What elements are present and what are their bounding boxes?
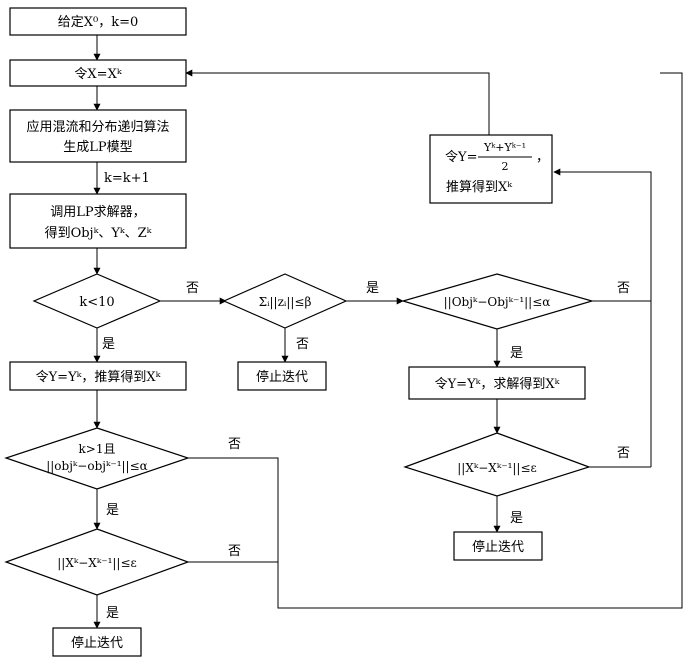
label-yes-obj-right: 是 — [510, 346, 523, 361]
node-cond-x-left: ||Xᵏ−Xᵏ⁻¹||≤ε — [4, 528, 190, 596]
node-cond-x-right: ||Xᵏ−Xᵏ⁻¹||≤ε — [403, 432, 591, 497]
edges — [93, 35, 683, 629]
node-avg-update: 令Y= Yᵏ+Yᵏ⁻¹ 2 ， 推算得到Xᵏ — [429, 134, 553, 204]
node-solve-lp: 调用LP求解器， 得到Objᵏ、Yᵏ、Zᵏ — [9, 193, 187, 249]
label-no-obj-right: 否 — [617, 281, 630, 296]
cond-k10-label: k<10 — [79, 295, 114, 310]
node-cond-sum: Σᵢ||zᵢ||≤β — [222, 273, 348, 329]
stop-left-label: 停止迭代 — [71, 635, 123, 651]
node-stop-right: 停止迭代 — [453, 531, 543, 561]
avg-update-suffix: ， — [536, 150, 549, 165]
edge-objright-no-to-avg — [553, 168, 652, 302]
cond-x-right-label: ||Xᵏ−Xᵏ⁻¹||≤ε — [457, 461, 536, 475]
solve-lp-line2: 得到Objᵏ、Yᵏ、Zᵏ — [45, 225, 153, 241]
node-set-y-right: 令Y=Yᵏ，求解得到Xᵏ — [408, 366, 586, 400]
node-stop-mid: 停止迭代 — [237, 361, 327, 391]
avg-update-denominator: 2 — [502, 160, 509, 173]
increment-label: k=k+1 — [104, 171, 150, 186]
cond-x-left-label: ||Xᵏ−Xᵏ⁻¹||≤ε — [57, 556, 136, 570]
stop-mid-label: 停止迭代 — [256, 369, 308, 385]
node-init: 给定X⁰，k=0 — [9, 7, 187, 36]
node-build-lp: 应用混流和分布递归算法 生成LP模型 — [9, 109, 187, 163]
label-no-obj-left: 否 — [228, 437, 241, 452]
label-yes-obj-left: 是 — [106, 503, 119, 518]
node-set-y-left: 令Y=Yᵏ，推算得到Xᵏ — [9, 361, 187, 391]
cond-sum-label: Σᵢ||zᵢ||≤β — [259, 295, 312, 309]
stop-right-label: 停止迭代 — [472, 539, 524, 555]
label-yes-k10: 是 — [102, 337, 115, 352]
cond-obj-left-line2: ||objᵏ−objᵏ⁻¹||≤α — [46, 459, 148, 473]
solve-lp-line1: 调用LP求解器， — [50, 205, 145, 220]
edge-labels: 否 是 是 否 否 是 否 否 是 是 否 是 — [102, 281, 630, 621]
build-lp-line1: 应用混流和分布递归算法 — [26, 119, 169, 135]
node-stop-left: 停止迭代 — [52, 627, 142, 657]
build-lp-line2: 生成LP模型 — [63, 140, 132, 155]
label-yes-x-right: 是 — [510, 511, 523, 526]
cond-obj-right-label: ||Objᵏ−Objᵏ⁻¹||≤α — [444, 295, 551, 309]
node-cond-obj-right: ||Objᵏ−Objᵏ⁻¹||≤α — [400, 273, 595, 330]
avg-update-prefix: 令Y= — [445, 150, 477, 165]
set-y-left-label: 令Y=Yᵏ，推算得到Xᵏ — [36, 369, 162, 385]
avg-update-line2: 推算得到Xᵏ — [446, 179, 513, 195]
label-no-x-left: 否 — [228, 544, 241, 559]
edge-objleft-no-to-loop — [188, 72, 683, 609]
init-label: 给定X⁰，k=0 — [58, 15, 139, 30]
node-cond-k10: k<10 — [32, 273, 162, 329]
cond-obj-left-line1: k>1且 — [79, 442, 116, 456]
label-no-sum: 否 — [296, 337, 309, 352]
label-yes-x-left: 是 — [106, 606, 119, 621]
set-y-right-label: 令Y=Yᵏ，求解得到Xᵏ — [435, 376, 561, 392]
label-no-k10: 否 — [186, 281, 199, 296]
node-set-x: 令X=Xᵏ — [9, 59, 187, 87]
label-no-x-right: 否 — [617, 446, 630, 461]
avg-update-numerator: Yᵏ+Yᵏ⁻¹ — [483, 141, 526, 154]
node-cond-obj-left: k>1且 ||objᵏ−objᵏ⁻¹||≤α — [4, 427, 190, 490]
set-x-label: 令X=Xᵏ — [74, 67, 122, 82]
edge-avg-to-setx — [185, 69, 490, 135]
label-yes-sum: 是 — [366, 281, 379, 296]
